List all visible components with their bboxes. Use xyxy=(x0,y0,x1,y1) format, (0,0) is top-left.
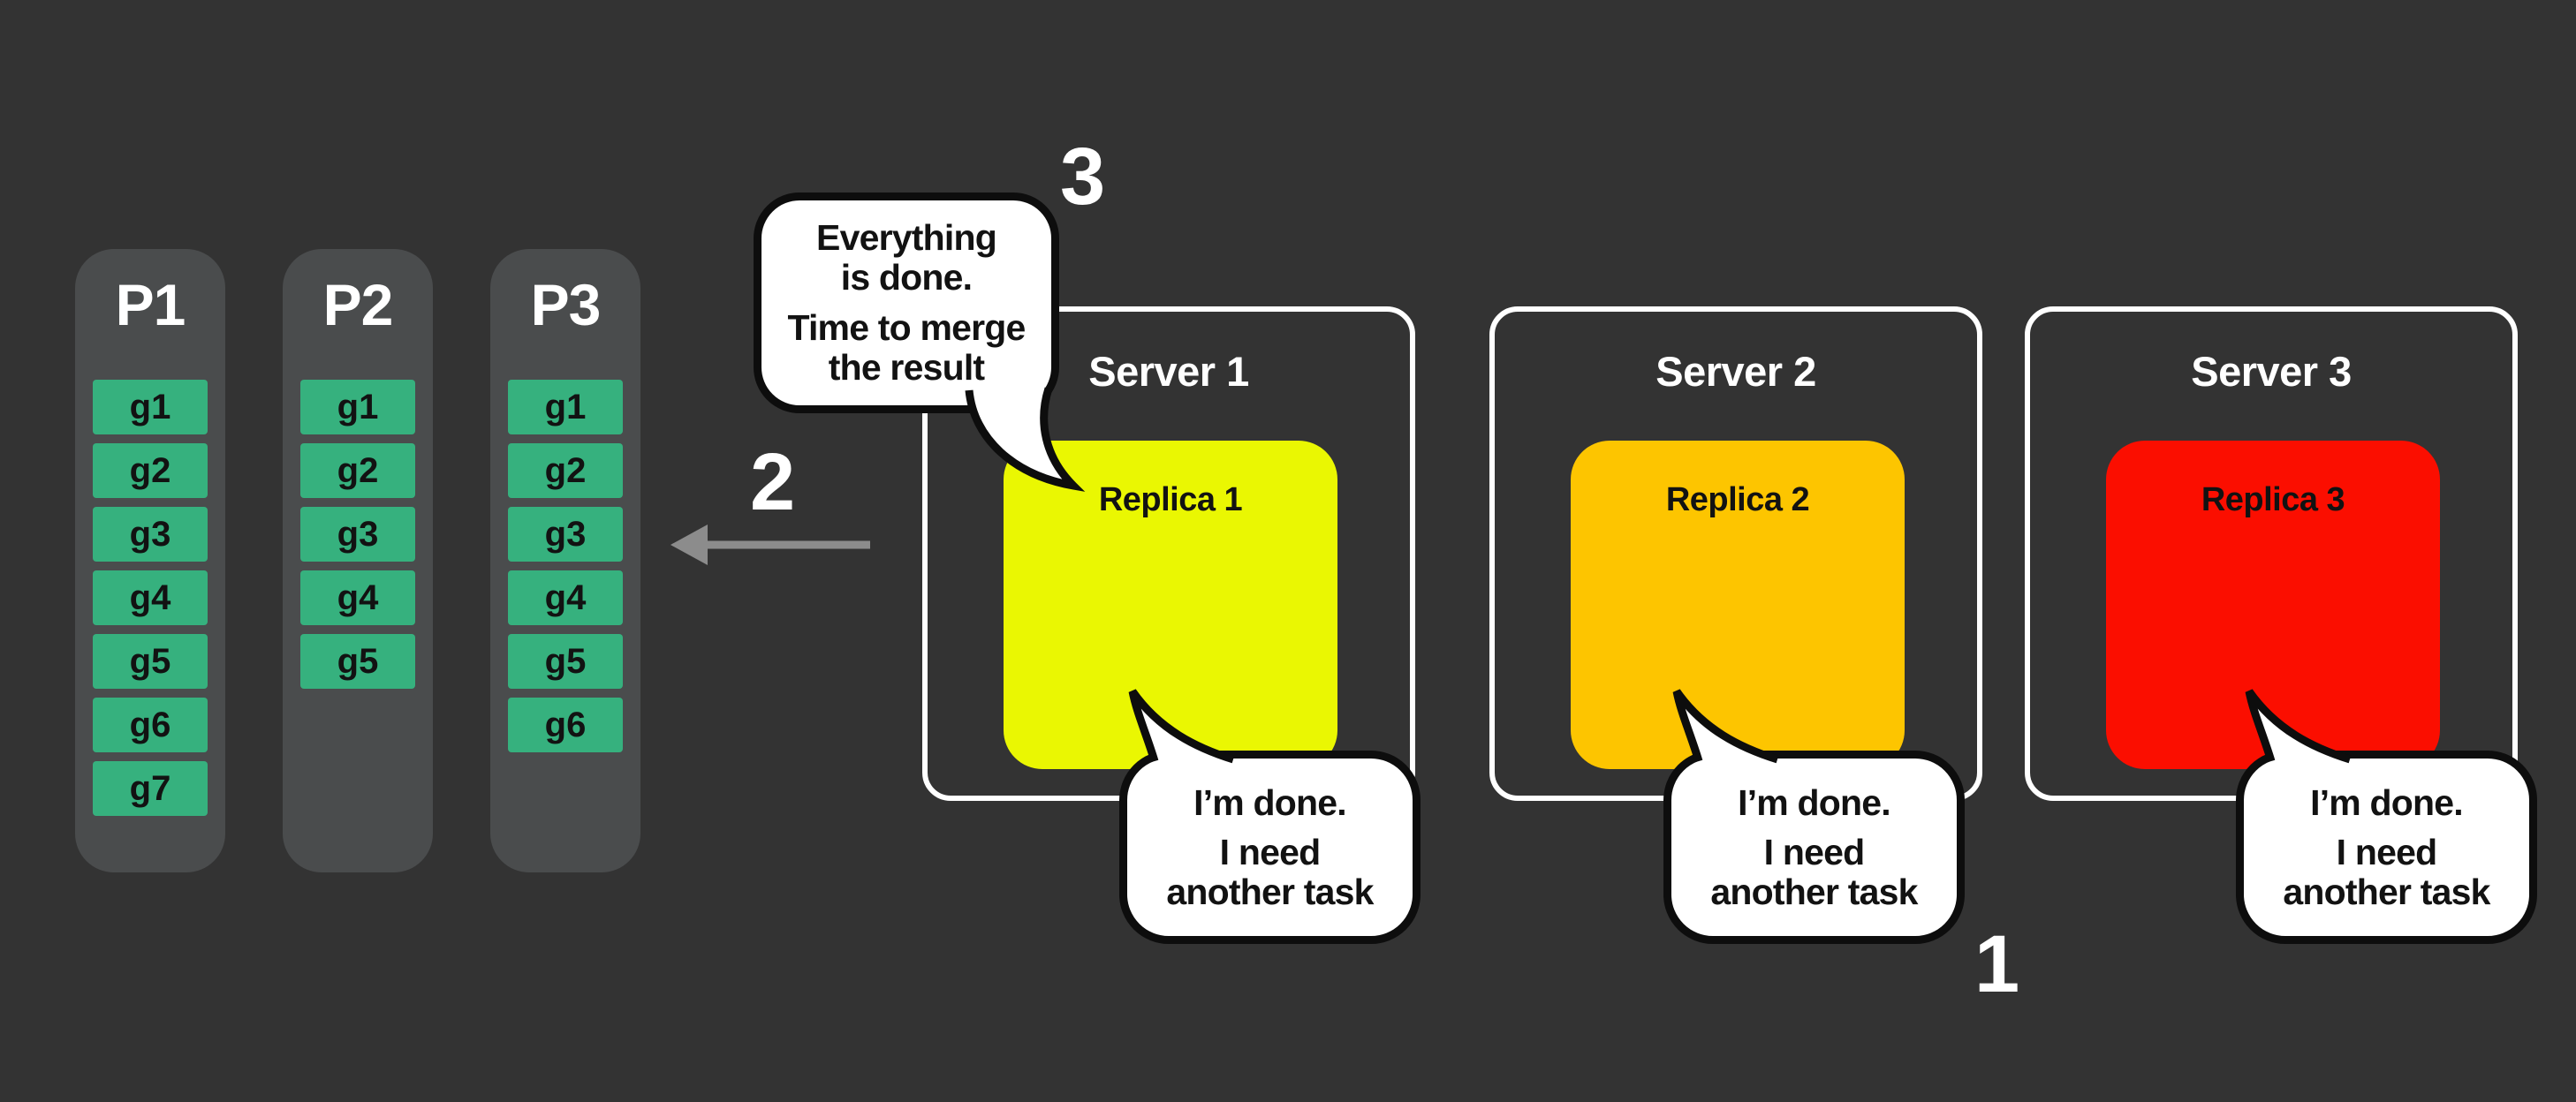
partition-p3: P3 g1 g2 g3 g4 g5 g6 xyxy=(490,249,640,872)
group-chip: g5 xyxy=(508,634,623,689)
merge-bubble-line: is done. xyxy=(840,257,973,298)
done-bubble-line: I need xyxy=(1763,831,1865,872)
done-bubble-line: another task xyxy=(1710,871,1918,912)
group-chip: g5 xyxy=(93,634,208,689)
partition-group-list: g1 g2 g3 g4 g5 g6 g7 xyxy=(75,380,225,816)
step-label-2: 2 xyxy=(750,437,796,527)
merge-bubble-line: Everything xyxy=(816,217,997,258)
arrow-shaft xyxy=(706,540,870,549)
merge-bubble-tail xyxy=(965,387,1086,492)
group-chip: g4 xyxy=(300,570,415,625)
merge-bubble-line: Time to merge xyxy=(787,307,1026,348)
group-chip: g7 xyxy=(93,761,208,816)
replica-label: Replica 2 xyxy=(1665,481,1810,518)
group-chip: g2 xyxy=(508,443,623,498)
done-bubble-line: I’m done. xyxy=(1193,781,1347,823)
step-label-1: 1 xyxy=(1974,919,2020,1009)
group-chip: g3 xyxy=(300,507,415,562)
group-chip: g6 xyxy=(93,698,208,752)
group-chip: g4 xyxy=(508,570,623,625)
done-speech-bubble-1: I’m done. I need another task xyxy=(1119,751,1421,944)
merge-arrow-icon xyxy=(671,525,870,565)
replica-2: Replica 2 xyxy=(1571,441,1905,769)
server-title: Server 2 xyxy=(1655,348,1816,395)
done-speech-bubble-3: I’m done. I need another task xyxy=(2236,751,2537,944)
group-chip: g4 xyxy=(93,570,208,625)
group-chip: g5 xyxy=(300,634,415,689)
partition-title: P2 xyxy=(322,272,394,337)
replica-1: Replica 1 xyxy=(1004,441,1337,769)
done-speech-bubble-2: I’m done. I need another task xyxy=(1663,751,1965,944)
step-label-3: 3 xyxy=(1060,132,1106,222)
done-bubble-line: I need xyxy=(1219,831,1321,872)
partition-p1: P1 g1 g2 g3 g4 g5 g6 g7 xyxy=(75,249,225,872)
group-chip: g2 xyxy=(93,443,208,498)
server-title: Server 3 xyxy=(2191,348,2352,395)
group-chip: g2 xyxy=(300,443,415,498)
done-bubble-line: I’m done. xyxy=(2310,781,2464,823)
done-bubble-tail-1 xyxy=(1128,689,1235,764)
replica-label: Replica 3 xyxy=(2201,481,2345,518)
partition-title: P3 xyxy=(530,272,602,337)
arrowhead-left xyxy=(671,525,708,565)
group-chip: g3 xyxy=(93,507,208,562)
group-chip: g6 xyxy=(508,698,623,752)
server-1-box: Server 1 Replica 1 xyxy=(922,306,1415,801)
partition-title: P1 xyxy=(115,272,186,337)
merge-speech-bubble: Everything is done. Time to merge the re… xyxy=(754,192,1059,413)
done-bubble-line: another task xyxy=(1166,871,1374,912)
group-chip: g3 xyxy=(508,507,623,562)
group-chip: g1 xyxy=(508,380,623,434)
group-chip: g1 xyxy=(300,380,415,434)
done-bubble-tail-3 xyxy=(2245,689,2352,764)
done-bubble-tail-2 xyxy=(1672,689,1779,764)
done-bubble-line: another task xyxy=(2283,871,2490,912)
partition-group-list: g1 g2 g3 g4 g5 g6 xyxy=(490,380,640,752)
server-title: Server 1 xyxy=(1088,348,1249,395)
partition-p2: P2 g1 g2 g3 g4 g5 xyxy=(283,249,433,872)
merge-bubble-line: the result xyxy=(828,347,985,388)
partition-group-list: g1 g2 g3 g4 g5 xyxy=(283,380,433,689)
group-chip: g1 xyxy=(93,380,208,434)
replica-label: Replica 1 xyxy=(1098,481,1243,518)
done-bubble-line: I need xyxy=(2336,831,2437,872)
done-bubble-line: I’m done. xyxy=(1738,781,1891,823)
